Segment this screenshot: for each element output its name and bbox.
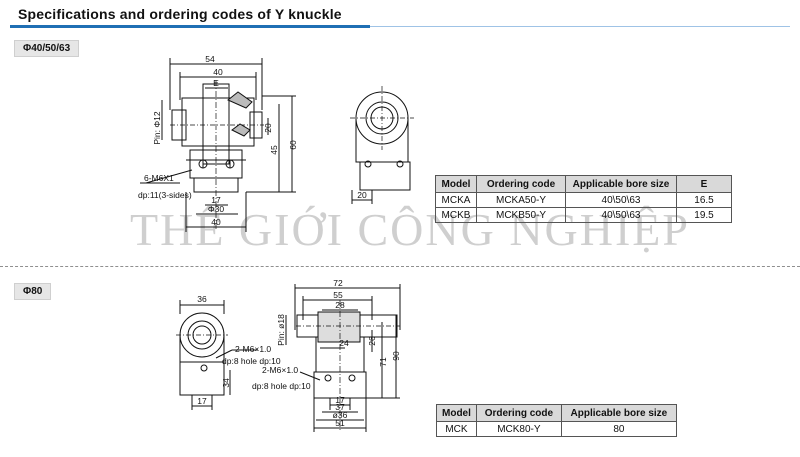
- dim-54: 54: [205, 54, 215, 64]
- dim-72: 72: [333, 278, 343, 288]
- col-bore-size: Applicable bore size: [565, 175, 677, 193]
- cell-bore-size: 40\50\63: [565, 207, 677, 223]
- table-row: MCK MCK80-Y 80: [436, 421, 677, 437]
- table-header-row: Model Ordering code Applicable bore size: [436, 404, 677, 422]
- dim-40-top: 40: [213, 67, 223, 77]
- dim-36: 36: [197, 294, 207, 304]
- table-row: MCKB MCKB50-Y 40\50\63 19.5: [435, 207, 732, 223]
- front-view-section1: [140, 58, 296, 232]
- dim-pin-18: Pin: ø18: [276, 314, 286, 346]
- dim-depth-2: dp:8 hole dp:10: [252, 381, 311, 391]
- side-view-section1: [350, 86, 414, 204]
- dim-90: 90: [391, 351, 401, 361]
- title-underline: [10, 25, 370, 28]
- col-e: E: [676, 175, 732, 193]
- col-bore-size: Applicable bore size: [560, 404, 677, 422]
- spec-table-section2: Model Ordering code Applicable bore size…: [436, 404, 677, 437]
- side-view-section2: [176, 300, 258, 410]
- dim-60: 60: [288, 140, 298, 150]
- cell-e: 19.5: [676, 207, 732, 223]
- dim-20-side: 20: [357, 190, 367, 200]
- col-model: Model: [436, 404, 477, 422]
- section-divider: [0, 266, 800, 267]
- dim-20: 20: [263, 123, 273, 133]
- dim-71: 71: [378, 357, 388, 367]
- dim-24: 24: [339, 338, 349, 348]
- dim-51: 51: [335, 418, 345, 428]
- dim-thread-1: 2-M6×1.0: [235, 344, 271, 354]
- cell-ordering-code: MCKB50-Y: [476, 207, 566, 223]
- dim-phi36: ø36: [333, 410, 348, 420]
- dim-37: 37: [335, 402, 345, 412]
- page-title: Specifications and ordering codes of Y k…: [18, 6, 342, 22]
- dim-17-front: 17: [335, 395, 345, 405]
- spec-table-section1: Model Ordering code Applicable bore size…: [435, 175, 732, 223]
- cell-ordering-code: MCK80-Y: [475, 421, 562, 437]
- dim-34: 34: [221, 378, 231, 388]
- section-label-80: Φ80: [14, 283, 52, 300]
- dim-depth-11: dp:11(3-sides): [138, 190, 192, 200]
- cell-bore-size: 80: [560, 421, 677, 437]
- dim-55: 55: [333, 290, 343, 300]
- front-view-section2: [285, 284, 401, 432]
- title-underline-thin: [370, 26, 790, 27]
- table-row: MCKA MCKA50-Y 40\50\63 16.5: [435, 192, 732, 208]
- dim-phi30: Φ30: [208, 204, 225, 214]
- dim-e: E: [213, 78, 219, 88]
- section-label-40-50-63: Φ40/50/63: [14, 40, 80, 57]
- dim-28: 28: [335, 300, 345, 310]
- dim-depth-1: dp:8 hole dp:10: [222, 356, 281, 366]
- col-ordering-code: Ordering code: [475, 404, 562, 422]
- dim-17-side: 17: [197, 396, 207, 406]
- dim-17: 17: [211, 195, 221, 205]
- dim-pin-12: Pin: Φ12: [152, 111, 162, 145]
- dim-thread-2: 2-M6×1.0: [262, 365, 298, 375]
- dim-thread-m6: 6-M6X1: [144, 173, 174, 183]
- table-header-row: Model Ordering code Applicable bore size…: [435, 175, 732, 193]
- dim-40-bottom: 40: [211, 217, 221, 227]
- dim-26: 26: [367, 336, 377, 346]
- cell-model: MCK: [436, 421, 477, 437]
- cell-model: MCKB: [435, 207, 477, 223]
- dim-45: 45: [269, 145, 279, 155]
